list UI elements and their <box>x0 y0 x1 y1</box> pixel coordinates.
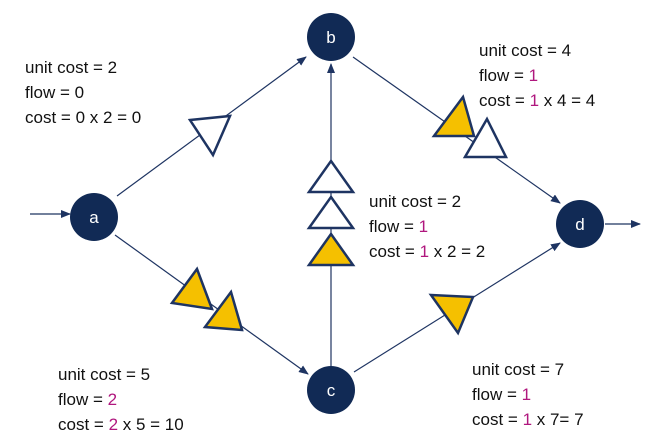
flow-value: 0 <box>75 108 86 127</box>
flow-line: flow = 0 <box>25 83 85 102</box>
capacity-triangle-used <box>202 289 244 332</box>
cost-line: cost = 2 x 5 = 10 <box>58 415 184 434</box>
node-a-label: a <box>89 208 99 227</box>
capacity-triangle-empty <box>306 158 356 194</box>
flow-value: 1 <box>521 385 532 404</box>
capacity-triangle-used <box>428 293 475 336</box>
flow-value: 1 <box>522 410 533 429</box>
capacity-triangle-empty <box>187 114 232 158</box>
flow-value: 1 <box>418 217 429 236</box>
node-c-label: c <box>327 381 336 400</box>
flow-value: 1 <box>529 91 540 110</box>
unit-cost-text: unit cost = 2 <box>25 58 118 77</box>
node-a: a <box>70 193 118 241</box>
cost-line: cost = 1 x 2 = 2 <box>369 242 486 261</box>
flow-line: flow = 1 <box>479 66 539 85</box>
node-b-label: b <box>326 28 335 47</box>
flow-value: 0 <box>74 83 85 102</box>
capacity-triangle-empty <box>462 116 509 159</box>
flow-line: flow = 1 <box>472 385 532 404</box>
flow-value: 2 <box>108 415 119 434</box>
flow-value: 2 <box>107 390 118 409</box>
node-d: d <box>556 200 604 248</box>
capacity-triangle-used <box>431 94 476 138</box>
cost-line: cost = 1 x 4 = 4 <box>479 91 596 110</box>
cost-line: cost = 1 x 7= 7 <box>472 410 584 429</box>
unit-cost-text: unit cost = 5 <box>58 365 151 384</box>
unit-cost-text: unit cost = 4 <box>479 41 572 60</box>
unit-cost-text: unit cost = 7 <box>472 360 565 379</box>
edge-c-b-label: unit cost = 2 flow = 1 cost = 1 x 2 = 2 <box>369 189 485 264</box>
flow-line: flow = 2 <box>58 390 118 409</box>
cost-line: cost = 0 x 2 = 0 <box>25 108 142 127</box>
node-d-label: d <box>575 215 584 234</box>
edge-a-c-label: unit cost = 5 flow = 2 cost = 2 x 5 = 10 <box>58 362 184 437</box>
capacity-triangle-empty <box>306 194 356 230</box>
edge-b-d-label: unit cost = 4 flow = 1 cost = 1 x 4 = 4 <box>479 38 595 113</box>
capacity-triangle-used <box>306 231 356 267</box>
capacity-triangle-used <box>169 266 214 311</box>
unit-cost-text: unit cost = 2 <box>369 192 462 211</box>
flow-value: 1 <box>419 242 430 261</box>
node-b: b <box>307 13 355 61</box>
node-c: c <box>307 366 355 414</box>
flow-value: 1 <box>528 66 539 85</box>
edge-a-b-label: unit cost = 2 flow = 0 cost = 0 x 2 = 0 <box>25 55 141 130</box>
edge-c-d-label: unit cost = 7 flow = 1 cost = 1 x 7= 7 <box>472 357 584 432</box>
flow-line: flow = 1 <box>369 217 429 236</box>
